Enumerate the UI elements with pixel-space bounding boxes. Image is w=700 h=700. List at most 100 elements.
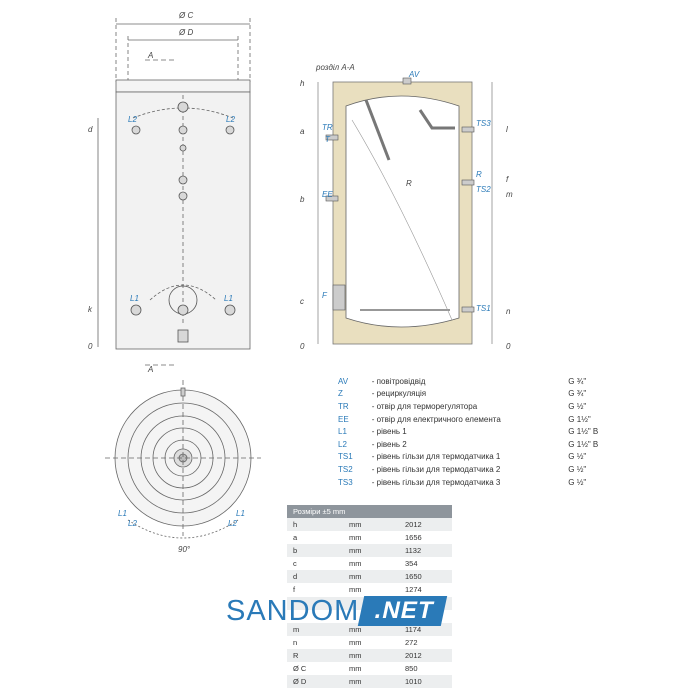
dimension-unit: mm — [349, 585, 362, 595]
legend-code: TS1 — [338, 452, 353, 462]
top-angle: 90° — [178, 545, 191, 554]
dimension-name: m — [293, 624, 300, 634]
dimension-unit: mm — [349, 624, 362, 634]
dimension-unit: mm — [349, 546, 362, 556]
section-dim-f: f — [506, 175, 509, 184]
dimension-value: 1650 — [405, 572, 422, 582]
dim-d: Ø D — [178, 28, 193, 37]
top-label-l1-right: L1 — [236, 509, 245, 518]
legend-size: G ½" — [568, 477, 587, 487]
table-row: c mm 354 — [287, 557, 452, 570]
label-t: T — [325, 135, 331, 144]
legend-description: - рециркуляція — [371, 389, 427, 399]
top-view — [105, 380, 261, 539]
top-label-l2-right: L2 — [228, 519, 237, 528]
legend-description: - рівень гільзи для термодатчика 1 — [371, 452, 501, 462]
legend-size: G 1½" — [568, 414, 591, 424]
connections-legend: AV - повітровідвід G ¾" Z - рециркуляція G ¾"… — [338, 375, 608, 488]
legend-row: L2 - рівень 2 G 1½" B — [338, 438, 608, 451]
legend-size: G ¾" — [568, 376, 587, 386]
section-dim-0-left: 0 — [300, 342, 305, 351]
legend-description: - отвір для електричного елемента — [371, 414, 501, 424]
label-l2-left: L2 — [128, 115, 137, 124]
legend-size: G 1½" B — [568, 439, 599, 449]
legend-code: AV — [338, 376, 349, 386]
dimension-name: a — [293, 533, 298, 543]
legend-size: G ½" — [568, 401, 587, 411]
table-row: d mm 1650 — [287, 570, 452, 584]
legend-description: - рівень 2 — [371, 439, 407, 449]
section-view — [317, 77, 493, 345]
dimension-name: c — [293, 559, 297, 569]
legend-description: - рівень гільзи для термодатчика 3 — [371, 477, 501, 487]
dimension-value: 354 — [405, 559, 418, 569]
dimension-value: 850 — [405, 664, 418, 674]
legend-description: - отвір для терморегулятора — [371, 401, 478, 411]
front-dim-k: k — [88, 305, 93, 314]
legend-size: G 1½" B — [568, 427, 599, 437]
dimension-unit: mm — [349, 559, 362, 569]
front-dim-0: 0 — [88, 342, 93, 351]
legend-code: L2 — [338, 439, 347, 449]
dimension-value: 1010 — [405, 677, 422, 687]
legend-code: EE — [338, 414, 349, 424]
front-dim-d: d — [88, 125, 93, 134]
watermark-suffix: .NET — [358, 596, 448, 626]
label-av: AV — [408, 70, 420, 79]
dimension-unit: mm — [349, 677, 362, 687]
section-marker-top: A — [147, 51, 153, 60]
table-header: Розміри ±5 mm — [287, 505, 452, 518]
table-row: a mm 1656 — [287, 531, 452, 544]
dimension-name: b — [293, 546, 298, 556]
label-radius: R — [406, 179, 412, 188]
section-dim-b: b — [300, 195, 305, 204]
legend-row: AV - повітровідвід G ¾" — [338, 375, 608, 388]
legend-description: - рівень гільзи для термодатчика 2 — [371, 464, 501, 474]
dimension-unit: mm — [349, 533, 362, 543]
table-row: Ø D mm 1010 — [287, 675, 452, 689]
dimension-name: R — [293, 650, 299, 660]
legend-description: - повітровідвід — [371, 376, 426, 386]
label-ee: EE — [322, 190, 333, 199]
legend-code: L1 — [338, 427, 347, 437]
legend-code: Z — [338, 389, 343, 399]
label-l1-left: L1 — [130, 294, 139, 303]
legend-row: TR - отвір для терморегулятора G ½" — [338, 400, 608, 413]
dimension-unit: mm — [349, 664, 362, 674]
section-marker-bottom: A — [147, 365, 153, 374]
section-dim-l: l — [506, 125, 508, 134]
label-tr: TR — [322, 123, 333, 132]
dimension-name: Ø C — [293, 664, 307, 674]
watermark-word: SANDOM — [226, 594, 360, 627]
table-row: b mm 1132 — [287, 544, 452, 558]
label-r: R — [476, 170, 482, 179]
dimension-unit: mm — [349, 650, 362, 660]
label-ts1: TS1 — [476, 304, 491, 313]
label-l2-right: L2 — [226, 115, 235, 124]
legend-row: EE - отвір для електричного елемента G 1½" — [338, 413, 608, 426]
dimension-unit: mm — [349, 520, 362, 529]
front-ports — [130, 101, 236, 343]
dimension-value: 1274 — [405, 585, 422, 595]
legend-code: TR — [338, 401, 349, 411]
dimension-name: Ø D — [293, 677, 307, 687]
dimension-name: h — [293, 520, 298, 529]
dimension-unit: mm — [349, 572, 362, 582]
legend-size: G ¾" — [568, 389, 587, 399]
dimension-value: 1656 — [405, 533, 422, 543]
dimension-value: 1174 — [405, 624, 422, 634]
dimension-name: d — [293, 572, 298, 582]
legend-code: TS2 — [338, 464, 353, 474]
label-ts2: TS2 — [476, 185, 491, 194]
label-l1-right: L1 — [224, 294, 233, 303]
dimension-value: 1132 — [405, 546, 422, 556]
label-f: F — [322, 291, 328, 300]
dimension-value: 2012 — [405, 520, 422, 529]
section-dim-m: m — [506, 190, 513, 199]
